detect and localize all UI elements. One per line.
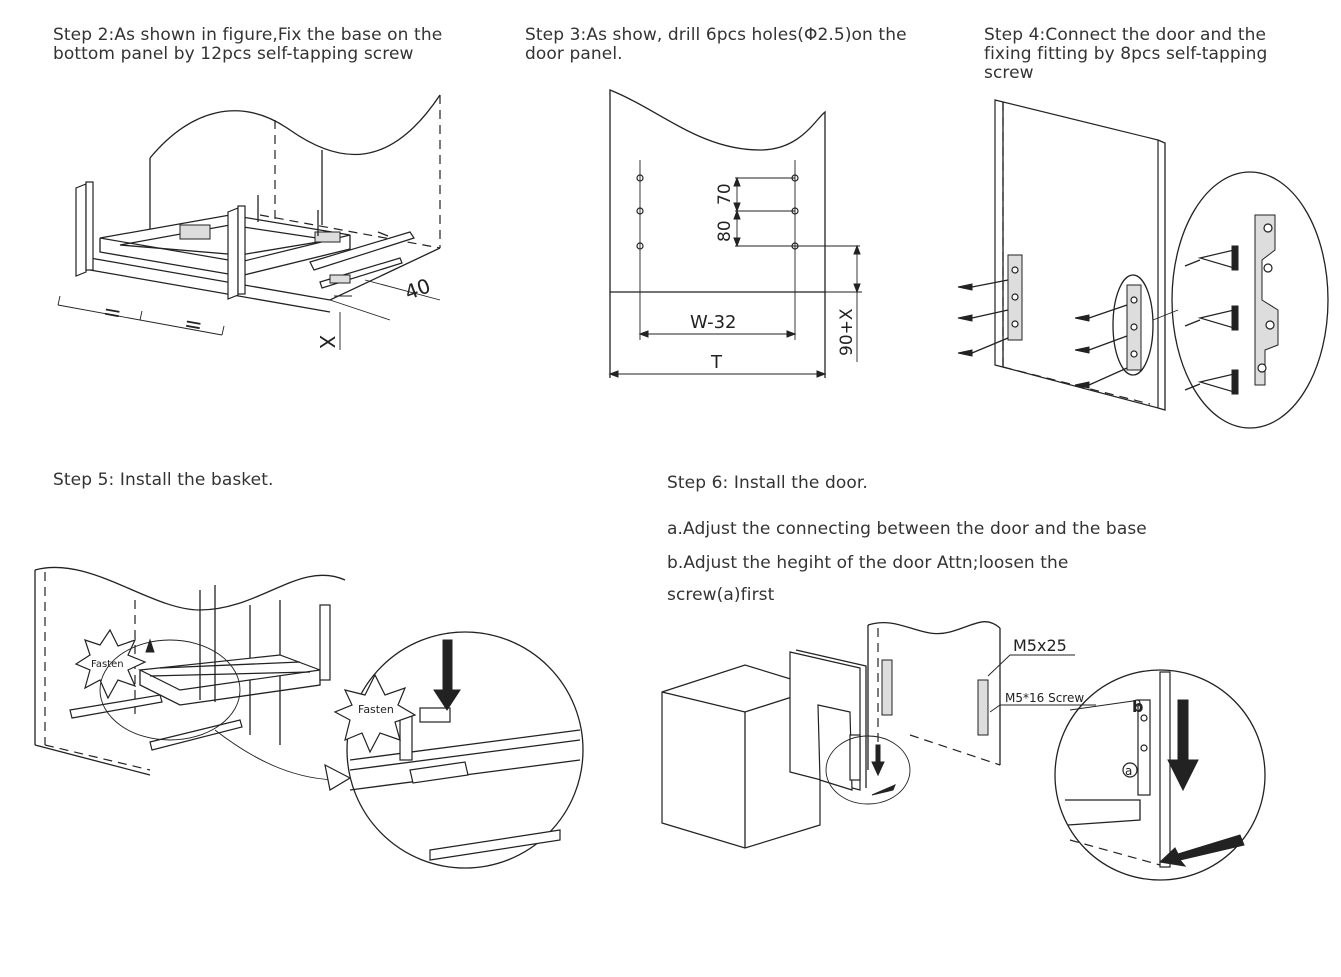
step6-basket [817,704,853,791]
step2-dim-40: 40 [402,273,434,304]
step2-line-1: Step 2:As shown in figure,Fix the base o… [53,25,443,45]
step6-label-a: a [1125,764,1132,778]
step2-cabinet-wave [149,94,441,159]
step5-zoom-fasten-burst [333,673,417,754]
step4-screws-right [1074,304,1128,389]
step6-text: Step 6: Install the door. a.Adjust the c… [667,471,1147,607]
step3-door-panel [609,89,826,293]
step2-rail-right [309,231,415,271]
step3-text: Step 3:As show, drill 6pcs holes(Φ2.5)on… [525,26,907,64]
step4-line-3: screw [984,63,1034,83]
step5-zoom-fasten-label: Fasten [358,703,394,716]
step2-dim-equal-1: = [101,299,123,327]
step4-line-2: fixing fitting by 8pcs self-tapping [984,44,1268,64]
step4-highlight-ellipse [1112,274,1154,376]
step6-zoom-circle [1054,669,1266,881]
step2-dim-equal-2: = [182,311,204,339]
step3-dim-t: T [710,352,723,373]
step6-line-c: screw(a)first [667,585,775,605]
step5-line-1: Step 5: Install the basket. [53,470,274,490]
step4-zoom-circle [1171,171,1329,429]
step4-screws-left [957,279,1009,357]
step3-dim-w32: W-32 [690,312,736,333]
step6-line-1: Step 6: Install the door. [667,473,868,493]
step6-line-a: a.Adjust the connecting between the door… [667,519,1147,539]
step5-zoom-circle [346,631,584,869]
step6-figure: M5x25 M5*16 Screw a b [661,621,1266,881]
step6-line-b: b.Adjust the hegiht of the door Attn;loo… [667,553,1069,573]
step6-label-b: b [1132,697,1143,716]
step6-push-arrow [1158,834,1245,867]
step4-line-1: Step 4:Connect the door and the [984,25,1267,45]
step2-upright-right [227,207,239,300]
step2-text: Step 2:As shown in figure,Fix the base o… [53,26,442,64]
step4-text: Step 4:Connect the door and the fixing f… [984,26,1267,83]
step4-zoom-fitting [1254,214,1279,386]
step3-line-2: door panel. [525,44,623,64]
step6-down-arrow [1167,699,1199,792]
step6-cabinet-panel [867,621,1001,635]
step3-dim-90x: 90+X [837,308,857,356]
step4-zoom-screws [1184,245,1239,395]
step3-dim-80: 80 [715,220,735,242]
step2-upright-left [75,183,87,277]
step2-dim-x: X [315,335,339,349]
step6-label-m5x25: M5x25 [1013,636,1067,655]
step2-base-frame [99,214,351,263]
step3-dim-70: 70 [715,183,735,205]
step5-fasten-label: Fasten [91,659,124,670]
step4-figure [957,99,1329,429]
step3-figure: 70 80 90+X W-32 T [608,89,862,378]
step2-figure: = = 40 X [57,94,441,350]
step5-small-circle [99,639,241,741]
step6-box [661,664,821,849]
step5-text: Step 5: Install the basket. [53,471,273,490]
step5-cabinet-wave [34,566,346,611]
step2-line-2: bottom panel by 12pcs self-tapping screw [53,44,414,64]
step3-line-1: Step 3:As show, drill 6pcs holes(Φ2.5)on… [525,25,907,45]
step5-figure: Fasten Fasten [34,566,584,869]
step6-label-m5x16: M5*16 Screw [1005,691,1084,705]
